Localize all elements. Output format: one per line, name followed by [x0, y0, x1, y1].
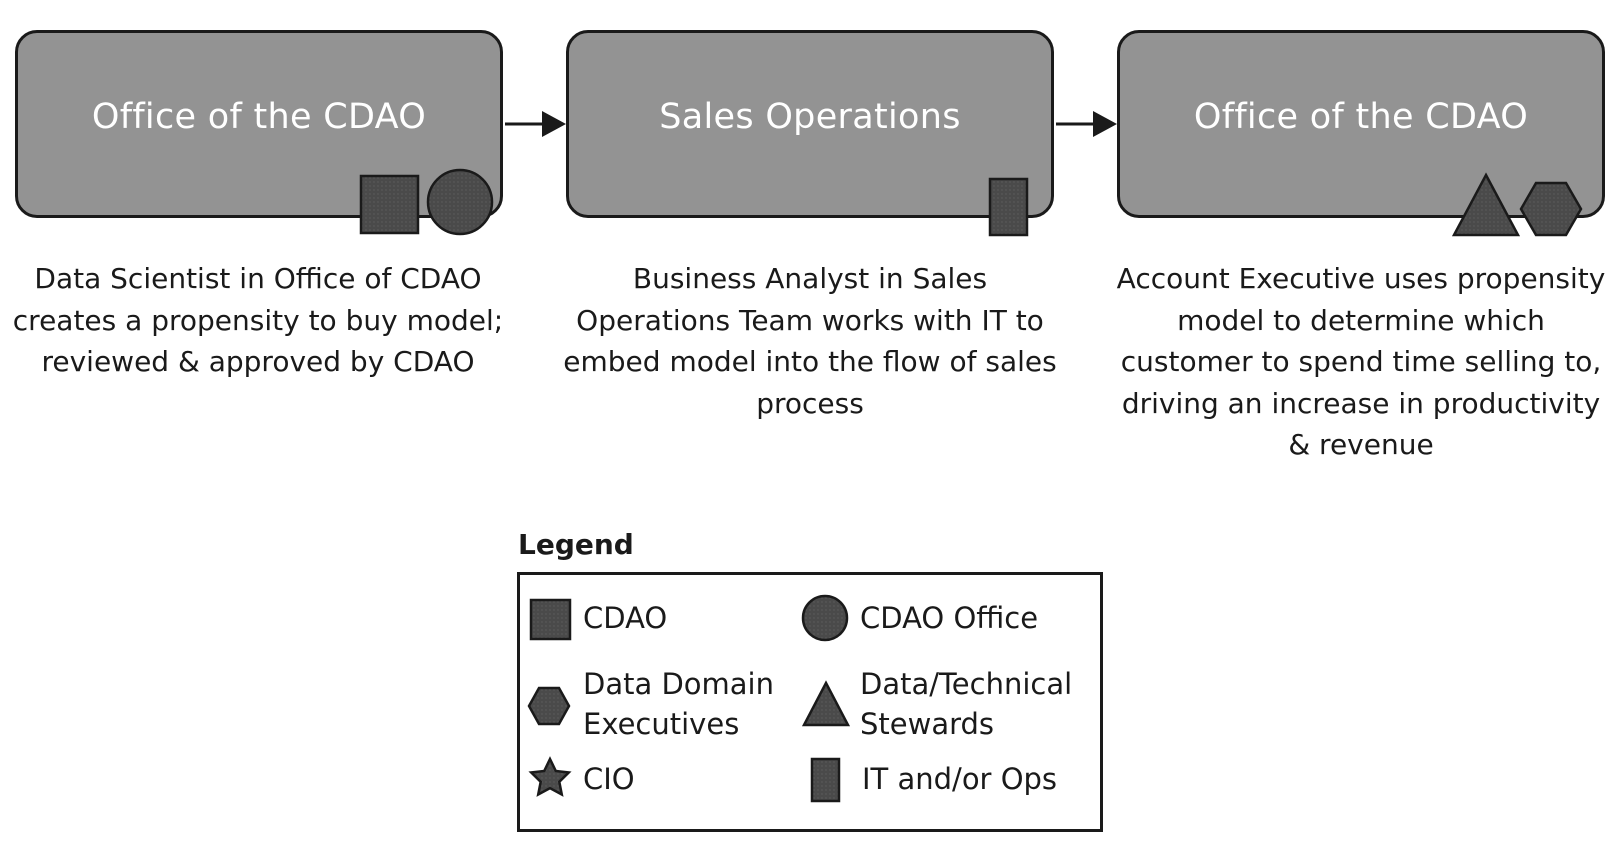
step-box-office-of-cdao-1: Office of the CDAO [15, 30, 503, 218]
hexagon-icon [527, 686, 571, 726]
step-description: Data Scientist in Office of CDAO creates… [12, 262, 504, 378]
step-description: Account Executive uses propensity model … [1116, 262, 1606, 461]
square-icon [359, 174, 420, 235]
legend-box [517, 572, 1103, 832]
arrow-right-icon [1056, 111, 1117, 137]
arrow-right-icon [505, 111, 566, 137]
legend-label-data-domain-executives: Data Domain Executives [583, 667, 774, 741]
step-description: Business Analyst in Sales Operations Tea… [563, 262, 1057, 420]
rectangle-icon [810, 757, 841, 803]
step-box-sales-operations: Sales Operations [566, 30, 1054, 218]
legend-label-cdao-office: CDAO Office [860, 601, 1039, 635]
legend-label-cdao: CDAO [583, 601, 668, 635]
rectangle-icon [988, 177, 1029, 237]
legend-label-cio: CIO [583, 762, 635, 796]
legend-heading: Legend [518, 528, 634, 561]
step-box-office-of-cdao-2: Office of the CDAO [1117, 30, 1605, 218]
step-title: Sales Operations [659, 97, 961, 137]
legend-label-data-technical-stewards: Data/Technical Stewards [860, 667, 1073, 741]
triangle-icon [801, 680, 851, 727]
triangle-icon [1451, 172, 1521, 237]
step-title: Office of the CDAO [91, 97, 427, 137]
circle-icon [801, 594, 849, 642]
legend-label-it-ops: IT and/or Ops [862, 762, 1058, 796]
step-title: Office of the CDAO [1193, 97, 1529, 137]
square-icon [529, 598, 572, 641]
circle-icon [426, 168, 494, 236]
star-icon [528, 756, 572, 797]
hexagon-icon [1519, 181, 1583, 237]
